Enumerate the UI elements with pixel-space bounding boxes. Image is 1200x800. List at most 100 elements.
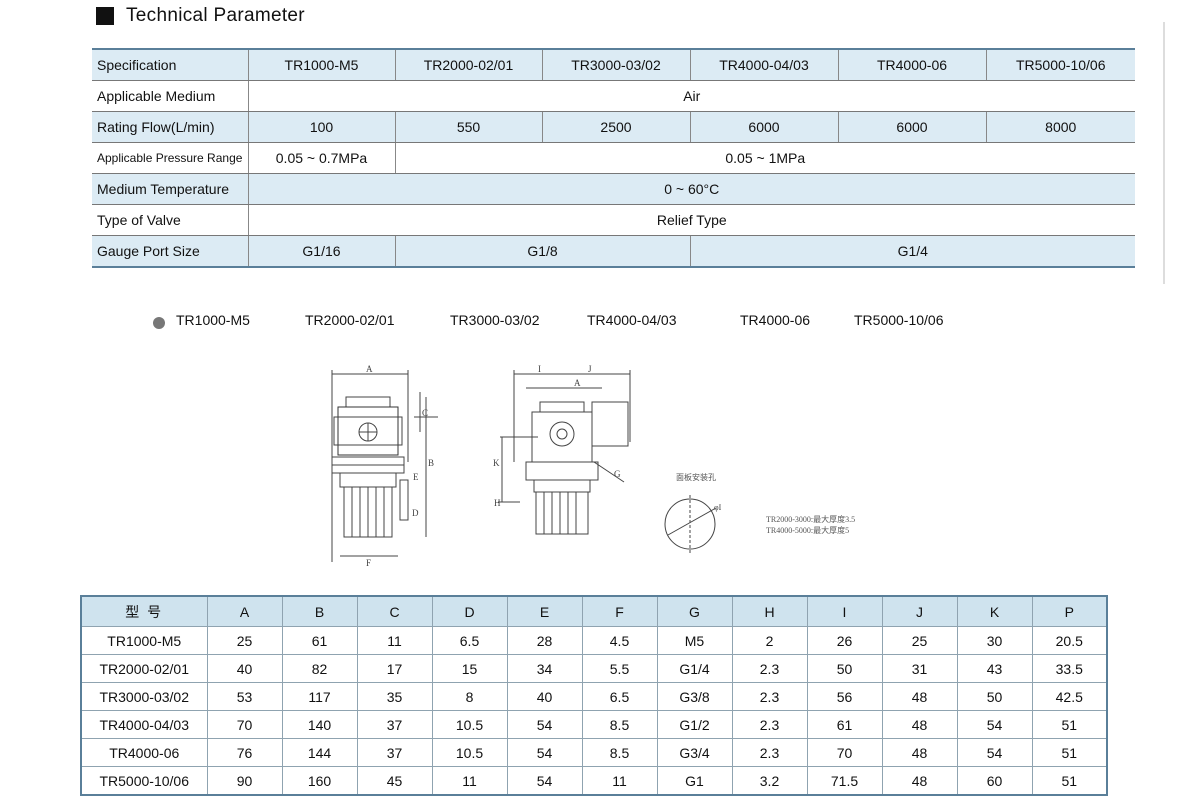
dim-label-c: C <box>422 408 428 418</box>
dimension-cell: 10.5 <box>431 710 508 739</box>
dimension-cell: 25 <box>206 626 283 655</box>
dimension-cell: 40 <box>206 654 283 683</box>
gauge-value: G1/4 <box>689 235 1135 268</box>
technical-parameter-table: Specification TR1000-M5 TR2000-02/01 TR3… <box>92 48 1135 268</box>
model-cell: TR2000-02/01 <box>80 654 208 683</box>
gauge-value: G1/8 <box>394 235 690 268</box>
dimension-cell: G3/8 <box>656 682 733 711</box>
dimension-cell: 8.5 <box>581 710 658 739</box>
pressure-row: Applicable Pressure Range 0.05 ~ 0.7MPa … <box>92 142 1135 174</box>
dimension-column-header: G <box>656 595 733 627</box>
dimension-cell: 40 <box>506 682 583 711</box>
dimension-cell: 15 <box>431 654 508 683</box>
dimension-cell: 48 <box>881 766 958 796</box>
dimension-column-header: F <box>581 595 658 627</box>
dimension-cell: 26 <box>806 626 883 655</box>
dimension-cell: 8.5 <box>581 738 658 767</box>
valve-value: Relief Type <box>247 204 1135 236</box>
dimension-cell: 54 <box>506 710 583 739</box>
dimension-cell: 6.5 <box>581 682 658 711</box>
dimension-cell: 37 <box>356 710 433 739</box>
panel-hole-label: 面板安装孔 <box>676 472 716 482</box>
spec-model: TR1000-M5 <box>247 48 395 81</box>
model-item: TR1000-M5 <box>176 312 250 328</box>
temperature-label: Medium Temperature <box>92 173 248 205</box>
pressure-value-rest: 0.05 ~ 1MPa <box>394 142 1135 174</box>
dimension-column-header: P <box>1031 595 1108 627</box>
gauge-row: Gauge Port Size G1/16 G1/8 G1/4 <box>92 235 1135 268</box>
spec-label: Specification <box>92 48 248 81</box>
heading-text: Technical Parameter <box>126 5 305 26</box>
flow-row: Rating Flow(L/min) 100 550 2500 6000 600… <box>92 111 1135 143</box>
dimension-cell: 2.3 <box>731 710 808 739</box>
dimension-cell: 48 <box>881 710 958 739</box>
dimension-cell: 2 <box>731 626 808 655</box>
dimension-cell: 50 <box>956 682 1033 711</box>
dimension-cell: 71.5 <box>806 766 883 796</box>
model-item: TR4000-04/03 <box>587 312 677 328</box>
dimension-cell: 160 <box>281 766 358 796</box>
model-cell: TR3000-03/02 <box>80 682 208 711</box>
gauge-label: Gauge Port Size <box>92 235 248 268</box>
dimension-cell: 2.3 <box>731 738 808 767</box>
dimension-column-header: B <box>281 595 358 627</box>
dimension-cell: 54 <box>956 738 1033 767</box>
dimension-cell: 25 <box>881 626 958 655</box>
model-cell: TR4000-04/03 <box>80 710 208 739</box>
panel-hole-drawing: 面板安装孔 φI TR2000-3000:最大厚度3.5 TR4000-5000… <box>664 472 855 553</box>
dimension-cell: 31 <box>881 654 958 683</box>
dimension-cell: 70 <box>206 710 283 739</box>
dimension-cell: 54 <box>956 710 1033 739</box>
flow-value: 8000 <box>985 111 1135 143</box>
flow-value: 100 <box>247 111 395 143</box>
dimension-cell: 6.5 <box>431 626 508 655</box>
dimension-cell: 42.5 <box>1031 682 1108 711</box>
dim-label-a: A <box>366 364 373 374</box>
dimension-cell: 48 <box>881 738 958 767</box>
square-bullet-icon <box>96 7 114 25</box>
dimension-cell: 144 <box>281 738 358 767</box>
dimension-column-header: E <box>506 595 583 627</box>
spec-model: TR4000-06 <box>837 48 986 81</box>
dimension-cell: 11 <box>431 766 508 796</box>
dimension-cell: 117 <box>281 682 358 711</box>
selected-model-dot-icon <box>153 317 165 329</box>
dimension-cell: 11 <box>356 626 433 655</box>
dimension-cell: 17 <box>356 654 433 683</box>
dimension-cell: 34 <box>506 654 583 683</box>
pressure-label: Applicable Pressure Range <box>92 142 248 174</box>
dimension-cell: G1 <box>656 766 733 796</box>
dimension-cell: 2.3 <box>731 654 808 683</box>
dimension-column-header: A <box>206 595 283 627</box>
dimension-cell: 10.5 <box>431 738 508 767</box>
dimension-cell: 51 <box>1031 738 1108 767</box>
dimension-cell: 2.3 <box>731 682 808 711</box>
dim-label-i: I <box>538 364 541 374</box>
dimension-cell: G1/4 <box>656 654 733 683</box>
temperature-value: 0 ~ 60°C <box>247 173 1135 205</box>
dimension-cell: 51 <box>1031 766 1108 796</box>
model-item: TR4000-06 <box>740 312 811 328</box>
dimension-cell: 54 <box>506 738 583 767</box>
dimension-cell: 20.5 <box>1031 626 1108 655</box>
dimension-cell: 61 <box>806 710 883 739</box>
side-view-drawing: I J A K H G <box>493 364 631 535</box>
dim-label-k: K <box>493 458 500 468</box>
flow-value: 6000 <box>837 111 986 143</box>
dimension-column-header: C <box>356 595 433 627</box>
dimension-cell: 56 <box>806 682 883 711</box>
spec-model: TR5000-10/06 <box>985 48 1135 81</box>
dimension-cell: 3.2 <box>731 766 808 796</box>
model-cell: TR5000-10/06 <box>80 766 208 796</box>
phi-label: φI <box>714 503 722 512</box>
dimension-cell: 48 <box>881 682 958 711</box>
dimension-cell: 8 <box>431 682 508 711</box>
dim-label-e: E <box>413 472 419 482</box>
flow-value: 6000 <box>689 111 838 143</box>
